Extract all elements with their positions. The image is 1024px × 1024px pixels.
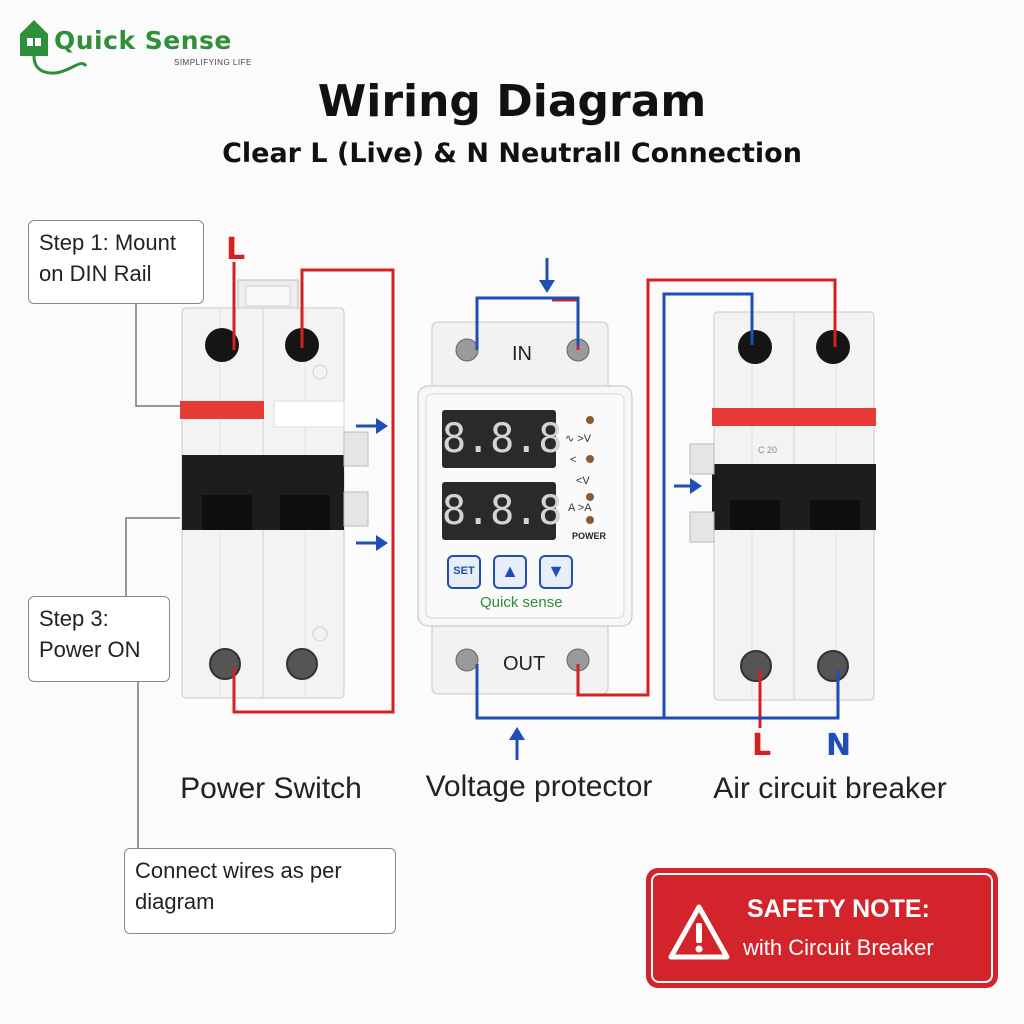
neutral-wire-breaker-in (662, 292, 754, 718)
display-top: 8.8.8 (442, 416, 563, 462)
callout-connect: Connect wires as per diagram (124, 848, 396, 934)
arrow-down-icon (539, 258, 555, 293)
up-button: ▲ (501, 561, 519, 581)
callout-step3-line2: Power ON (39, 637, 141, 662)
safety-note-text: with Circuit Breaker (743, 935, 934, 960)
callout-leaders (125, 304, 180, 850)
indicator-undervoltage: <V (576, 475, 590, 487)
neutral-wires (475, 292, 840, 720)
brand-name: Quick Sense (54, 26, 232, 55)
flow-arrows (356, 258, 702, 760)
page-title: Wiring Diagram (317, 76, 707, 127)
voltage-protector-label: Voltage protector (425, 770, 653, 803)
arrow-right-icon (674, 478, 702, 494)
page-subtitle: Clear L (Live) & N Neutrall Connection (222, 138, 802, 169)
neutral-wire-protector-out (475, 664, 840, 720)
live-wire-protector-out (576, 278, 837, 697)
arrow-up-icon (509, 727, 525, 760)
indicator-power: POWER (572, 531, 607, 541)
set-button: SET (453, 565, 475, 577)
callout-step1: Step 1: Mount on DIN Rail (28, 220, 204, 304)
power-switch-label: Power Switch (180, 772, 362, 805)
power-switch-device (180, 279, 369, 699)
live-wires (232, 262, 837, 728)
protector-out-label: OUT (503, 653, 546, 675)
protector-brand: Quick sense (480, 594, 563, 611)
down-button: ▼ (547, 561, 565, 581)
callout-step3-line1: Step 3: (39, 606, 109, 631)
breaker-rating: C 20 (758, 445, 778, 455)
callout-step1-line2: on DIN Rail (39, 261, 152, 286)
brand-tagline: SIMPLIFYING LIFE (174, 58, 252, 67)
indicator-overcurrent: A >A (568, 502, 592, 514)
callout-connect-line1: Connect wires as per (135, 858, 342, 883)
live-label-bottom: L (752, 728, 772, 763)
air-circuit-breaker-label: Air circuit breaker (713, 772, 947, 805)
callout-step1-line1: Step 1: Mount (39, 230, 176, 255)
callout-connect-line2: diagram (135, 889, 215, 914)
neutral-label-bottom: N (826, 728, 852, 763)
live-label-top: L (226, 232, 246, 267)
display-bottom: 8.8.8 (442, 488, 563, 534)
protector-buttons (447, 555, 573, 589)
callout-step3: Step 3: Power ON (28, 596, 170, 682)
protector-in-label: IN (512, 343, 532, 365)
arrow-right-icon (356, 535, 388, 551)
air-circuit-breaker-device (689, 311, 876, 701)
safety-note-title: SAFETY NOTE: (747, 895, 930, 923)
indicator-lt: < (570, 454, 577, 466)
safety-note-inner: SAFETY NOTE: with Circuit Breaker (651, 873, 993, 983)
arrow-right-icon (356, 418, 388, 434)
neutral-wire-protector-in (475, 296, 580, 350)
warning-icon (668, 904, 730, 960)
brand-logo-icon (20, 20, 88, 75)
indicator-overvoltage: ∿ >V (565, 433, 592, 445)
safety-note-box: SAFETY NOTE: with Circuit Breaker (646, 868, 998, 988)
live-wire-switch-loop (232, 268, 395, 714)
